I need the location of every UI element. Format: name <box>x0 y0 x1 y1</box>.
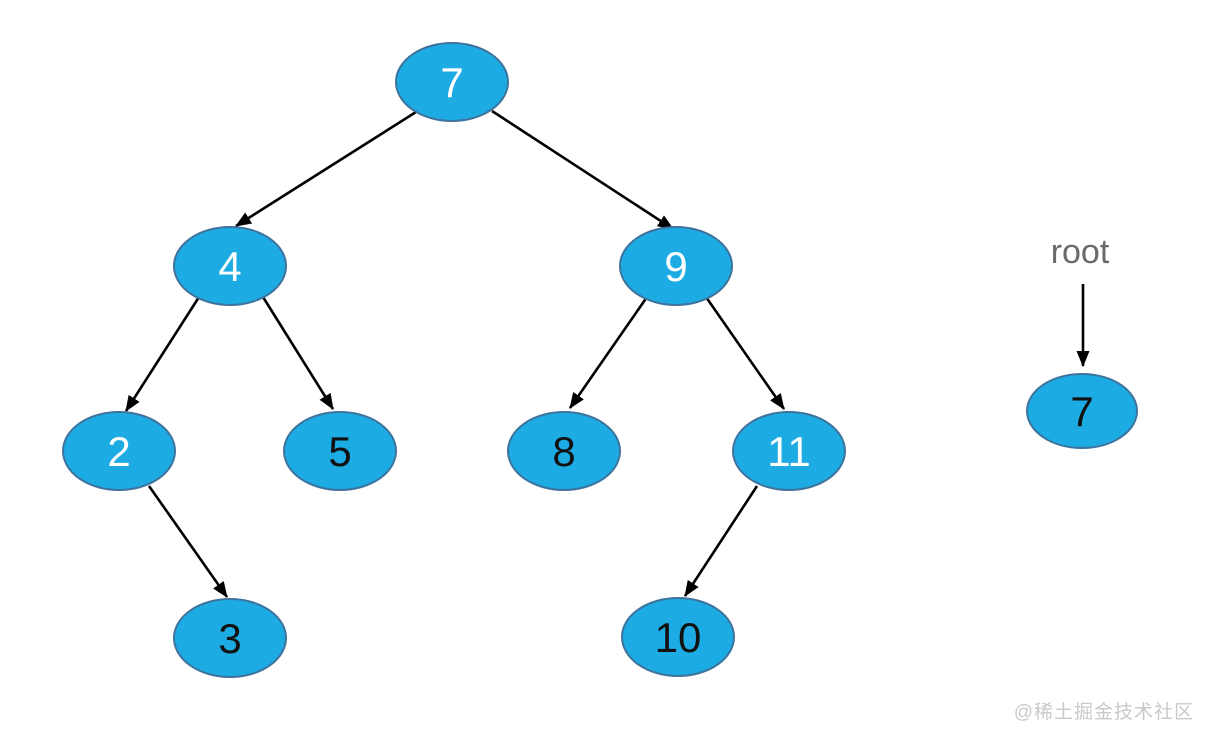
tree-node-value: 7 <box>440 59 463 106</box>
tree-node-ellipse <box>283 411 397 491</box>
tree-node-value: 3 <box>218 615 241 662</box>
edge-9-11 <box>704 296 786 410</box>
tree-node-ellipse <box>173 598 287 678</box>
edge-7-4 <box>235 110 417 228</box>
tree-node-value: 11 <box>767 428 811 475</box>
tree-node-4: 4 <box>173 226 287 306</box>
tree-node-value: 10 <box>655 614 702 661</box>
edge-9-8 <box>568 296 649 409</box>
edges-layer <box>124 109 786 598</box>
tree-node-ellipse <box>173 226 287 306</box>
tree-node-value: 7 <box>1070 388 1093 435</box>
tree-node-ellipse <box>621 597 735 677</box>
tree-node-3: 3 <box>173 598 287 678</box>
edge-4-5 <box>261 296 335 410</box>
root-pointer-label: root <box>1051 233 1110 271</box>
tree-node-root7: 7 <box>1026 373 1138 449</box>
tree-node-8: 8 <box>507 411 621 491</box>
tree-node-ellipse <box>1026 373 1138 449</box>
tree-node-11: 11 <box>732 411 846 491</box>
edge-4-2 <box>124 296 201 412</box>
tree-node-value: 8 <box>552 428 575 475</box>
tree-node-ellipse <box>619 226 733 306</box>
tree-node-ellipse <box>62 411 176 491</box>
tree-node-value: 4 <box>218 243 241 290</box>
tree-node-value: 2 <box>107 428 130 475</box>
tree-node-10: 10 <box>621 597 735 677</box>
edge-7-9 <box>491 109 674 231</box>
tree-node-5: 5 <box>283 411 397 491</box>
edge-2-3 <box>147 485 229 598</box>
tree-node-2: 2 <box>62 411 176 491</box>
tree-node-9: 9 <box>619 226 733 306</box>
tree-node-ellipse <box>395 42 509 122</box>
root-pointer-group: root <box>1051 233 1110 367</box>
tree-node-value: 5 <box>328 428 351 475</box>
nodes-layer: 7 4 9 2 5 8 11 3 10 7 <box>62 42 1138 678</box>
watermark-text: @稀土掘金技术社区 <box>1013 702 1194 723</box>
tree-node-value: 9 <box>664 243 687 290</box>
tree-node-ellipse <box>507 411 621 491</box>
tree-node-ellipse <box>732 411 846 491</box>
tree-node-7: 7 <box>395 42 509 122</box>
edge-11-10 <box>683 485 759 597</box>
